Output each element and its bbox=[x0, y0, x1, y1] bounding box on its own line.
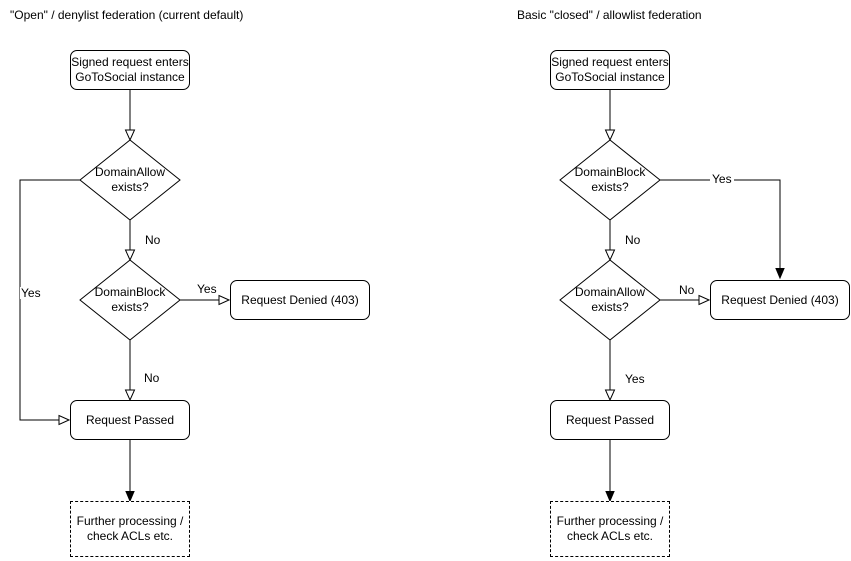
edge-label-block-yes-left: Yes bbox=[196, 282, 218, 296]
solid-arrowhead-icon bbox=[775, 268, 785, 280]
node-text-line2: GoToSocial instance bbox=[75, 70, 185, 84]
open-arrowhead-icon bbox=[604, 249, 616, 262]
node-further-processing-right: Further processing / check ACLs etc. bbox=[550, 501, 670, 557]
node-text-line2: check ACLs etc. bbox=[86, 529, 174, 543]
node-decision-domainblock-left: DomainBlock exists? bbox=[80, 260, 180, 340]
node-request-denied-right: Request Denied (403) bbox=[710, 280, 850, 320]
node-text-line2: exists? bbox=[591, 180, 629, 194]
node-request-passed-right: Request Passed bbox=[550, 400, 670, 440]
edge-label-block-yes-right: Yes bbox=[710, 172, 734, 186]
node-text-line1: DomainBlock bbox=[94, 285, 166, 299]
open-arrowhead-icon bbox=[218, 294, 231, 306]
node-text-line2: exists? bbox=[111, 300, 149, 314]
open-arrowhead-icon bbox=[604, 129, 616, 142]
node-decision-domainallow-right: DomainAllow exists? bbox=[560, 260, 660, 340]
node-start-right: Signed request enters GoToSocial instanc… bbox=[550, 50, 670, 90]
solid-arrowhead-icon bbox=[125, 491, 135, 503]
node-decision-domainallow-left: DomainAllow exists? bbox=[80, 140, 180, 220]
open-arrowhead-icon bbox=[124, 249, 136, 262]
edge-label-allow-yes-right: Yes bbox=[624, 372, 646, 386]
node-start-left: Signed request enters GoToSocial instanc… bbox=[70, 50, 190, 90]
open-arrowhead-icon bbox=[58, 414, 71, 426]
node-text-line1: Signed request enters bbox=[551, 55, 669, 69]
node-text-line2: exists? bbox=[591, 300, 629, 314]
node-text-line1: DomainBlock bbox=[574, 165, 646, 179]
edge-label-block-no-right: No bbox=[624, 233, 642, 247]
open-arrowhead-icon bbox=[698, 294, 711, 306]
solid-arrowhead-icon bbox=[605, 491, 615, 503]
open-arrowhead-icon bbox=[604, 389, 616, 402]
node-text-line1: DomainAllow bbox=[574, 285, 646, 299]
node-further-processing-left: Further processing / check ACLs etc. bbox=[70, 501, 190, 557]
node-decision-domainblock-right: DomainBlock exists? bbox=[560, 140, 660, 220]
node-text-line1: Signed request enters bbox=[71, 55, 189, 69]
edge-label-block-no-left: No bbox=[143, 371, 161, 385]
edge-left-allow-yes bbox=[19, 179, 80, 421]
node-request-passed-left: Request Passed bbox=[70, 400, 190, 440]
node-text-line2: exists? bbox=[111, 180, 149, 194]
edge-label-allow-yes-left: Yes bbox=[20, 286, 42, 300]
node-text-line1: Further processing / bbox=[556, 514, 664, 528]
left-chart-title: "Open" / denylist federation (current de… bbox=[10, 8, 244, 22]
open-arrowhead-icon bbox=[124, 129, 136, 142]
node-text-line2: GoToSocial instance bbox=[555, 70, 665, 84]
edge-right-block-yes bbox=[660, 179, 781, 268]
right-chart-title: Basic "closed" / allowlist federation bbox=[517, 8, 702, 22]
node-text-line1: DomainAllow bbox=[94, 165, 166, 179]
node-request-denied-left: Request Denied (403) bbox=[230, 280, 370, 320]
open-arrowhead-icon bbox=[124, 389, 136, 402]
edge-label-allow-no-left: No bbox=[144, 233, 162, 247]
edge-label-allow-no-right: No bbox=[678, 283, 696, 297]
node-text-line1: Further processing / bbox=[76, 514, 184, 528]
node-text-line2: check ACLs etc. bbox=[566, 529, 654, 543]
